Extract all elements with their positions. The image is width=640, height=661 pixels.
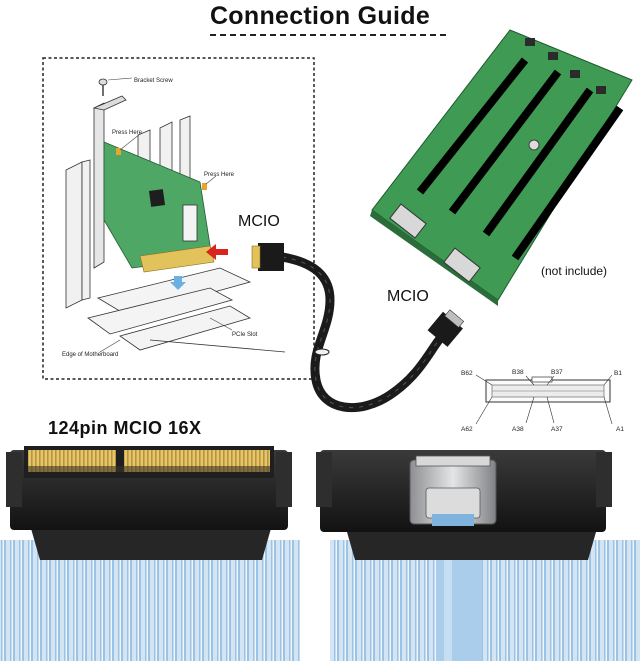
press-here-label: Press Here (204, 172, 235, 178)
pinout-leaders (475, 374, 613, 425)
insert-arrow-icon (206, 244, 228, 260)
pcie-slot-label: PCIe Slot (232, 332, 258, 338)
down-arrow-icon (170, 276, 186, 290)
left-mcio-connector (251, 243, 284, 271)
pin-a62: A62 (461, 426, 473, 433)
pin-a1: A1 (616, 426, 624, 433)
card-bracket (92, 95, 127, 269)
pcie-slots (416, 57, 624, 261)
pin-a37: A37 (551, 426, 563, 433)
board-mcio-port (443, 247, 481, 283)
board-components (525, 38, 606, 94)
bracket-screw-label: Bracket Screw (134, 78, 173, 84)
right-mcio-connector (427, 309, 465, 347)
mcio-cable (251, 243, 465, 412)
pin-b38: B38 (512, 369, 524, 376)
pin-b1: B1 (614, 370, 622, 377)
bracket-screw-icon (98, 78, 108, 96)
motherboard (87, 267, 286, 353)
page-title: Connection Guide (209, 2, 431, 30)
pcie-adapter-card (103, 141, 215, 273)
leader-lines (99, 77, 233, 353)
expansion-board (370, 29, 633, 306)
mount-hole (528, 139, 540, 151)
press-marker-icon (116, 148, 121, 155)
connector-photo-front (0, 446, 300, 661)
connector-photo-rear (316, 450, 640, 661)
installation-diagram: Bracket Screw Press Here Press Here PCIe… (42, 57, 315, 380)
press-here-label: Press Here (112, 130, 143, 136)
board-mcio-port (389, 203, 427, 239)
press-marker-icon (202, 183, 207, 190)
pin-b62: B62 (461, 370, 473, 377)
pinout-diagram: B62 B38 B37 B1 A62 A38 A37 A1 (461, 369, 624, 433)
pin-count-title: 124pin MCIO 16X (48, 418, 202, 438)
mcio-right-label: MCIO (387, 288, 429, 305)
pin-a38: A38 (512, 426, 524, 433)
mcio-left-label: MCIO (238, 213, 280, 230)
title-underline (210, 34, 446, 36)
pin-b37: B37 (551, 369, 563, 376)
edge-of-motherboard-label: Edge of Motherboard (62, 352, 118, 358)
not-include-label: (not include) (541, 264, 608, 278)
